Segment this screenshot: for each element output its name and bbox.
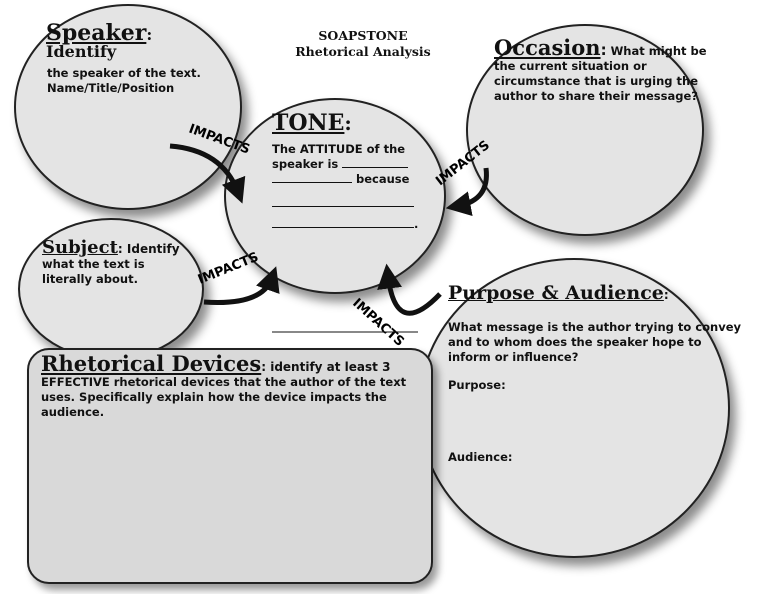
purpose-heading: Purpose & Audience bbox=[448, 282, 664, 304]
speaker-line-2: Name/Title/Position bbox=[47, 81, 175, 95]
tone-line-2: speaker is bbox=[272, 157, 339, 171]
speaker-heading: Speaker bbox=[46, 20, 147, 46]
devices-text: EFFECTIVE rhetorical devices that the au… bbox=[41, 375, 407, 419]
occasion-circle bbox=[466, 24, 704, 236]
subject-block: Subject: Identify what the text is liter… bbox=[42, 237, 194, 287]
tone-line-1: The ATTITUDE of the bbox=[272, 142, 406, 156]
subject-heading-suffix: : Identify bbox=[117, 242, 180, 256]
arrow-purpose-to-tone: IMPACTS bbox=[349, 263, 442, 350]
tone-end-period: . bbox=[414, 217, 419, 231]
purpose-label: Purpose: bbox=[448, 378, 506, 392]
purpose-heading-suffix: : bbox=[663, 288, 669, 302]
devices-block: Rhetorical Devices: identify at least 3 … bbox=[41, 353, 425, 420]
tone-heading-suffix: : bbox=[344, 111, 352, 135]
tone-blank-4[interactable] bbox=[272, 227, 414, 228]
devices-heading: Rhetorical Devices bbox=[41, 351, 262, 376]
purpose-header: Purpose & Audience: bbox=[448, 284, 738, 303]
subject-circle bbox=[18, 218, 204, 360]
occasion-text: What might be the current situation or c… bbox=[494, 44, 707, 103]
speaker-circle bbox=[14, 4, 242, 210]
tone-block: TONE: The ATTITUDE of the speaker is bec… bbox=[272, 112, 432, 232]
title-line-1: SOAPSTONE bbox=[318, 28, 408, 43]
speaker-text: the speaker of the text. Name/Title/Posi… bbox=[47, 66, 227, 96]
impacts-label-subject: IMPACTS bbox=[196, 250, 261, 288]
devices-heading-suffix: : identify at least 3 bbox=[261, 360, 391, 374]
tone-blank-1[interactable] bbox=[342, 167, 409, 168]
tone-heading: TONE bbox=[272, 110, 345, 136]
tone-blank-2[interactable] bbox=[272, 182, 352, 183]
rhetorical-devices-box bbox=[27, 348, 433, 584]
tone-circle bbox=[224, 98, 446, 294]
tone-because: because bbox=[356, 172, 410, 186]
speaker-line-1: the speaker of the text. bbox=[47, 66, 201, 80]
subject-text: what the text is literally about. bbox=[42, 257, 145, 286]
occasion-heading: Occasion bbox=[494, 35, 601, 60]
arrow-occasion-to-tone: IMPACTS bbox=[433, 138, 493, 216]
occasion-block: Occasion: What might be the current situ… bbox=[494, 37, 720, 104]
audience-label: Audience: bbox=[448, 450, 513, 464]
purpose-audience-circle bbox=[418, 258, 730, 558]
title-line-2: Rhetorical Analysis bbox=[295, 44, 431, 59]
worksheet-title: SOAPSTONE Rhetorical Analysis bbox=[288, 28, 438, 60]
purpose-text: What message is the author trying to con… bbox=[448, 320, 742, 364]
speaker-heading-suffix: : Identify bbox=[46, 25, 153, 61]
subject-heading: Subject bbox=[42, 237, 118, 258]
tone-blank-3[interactable] bbox=[272, 206, 414, 207]
speaker-header: Speaker: Identify bbox=[46, 22, 226, 61]
arrow-subject-to-tone: IMPACTS bbox=[196, 250, 280, 305]
occasion-heading-suffix: : bbox=[600, 41, 607, 59]
arrow-speaker-to-tone: IMPACTS bbox=[169, 122, 252, 204]
